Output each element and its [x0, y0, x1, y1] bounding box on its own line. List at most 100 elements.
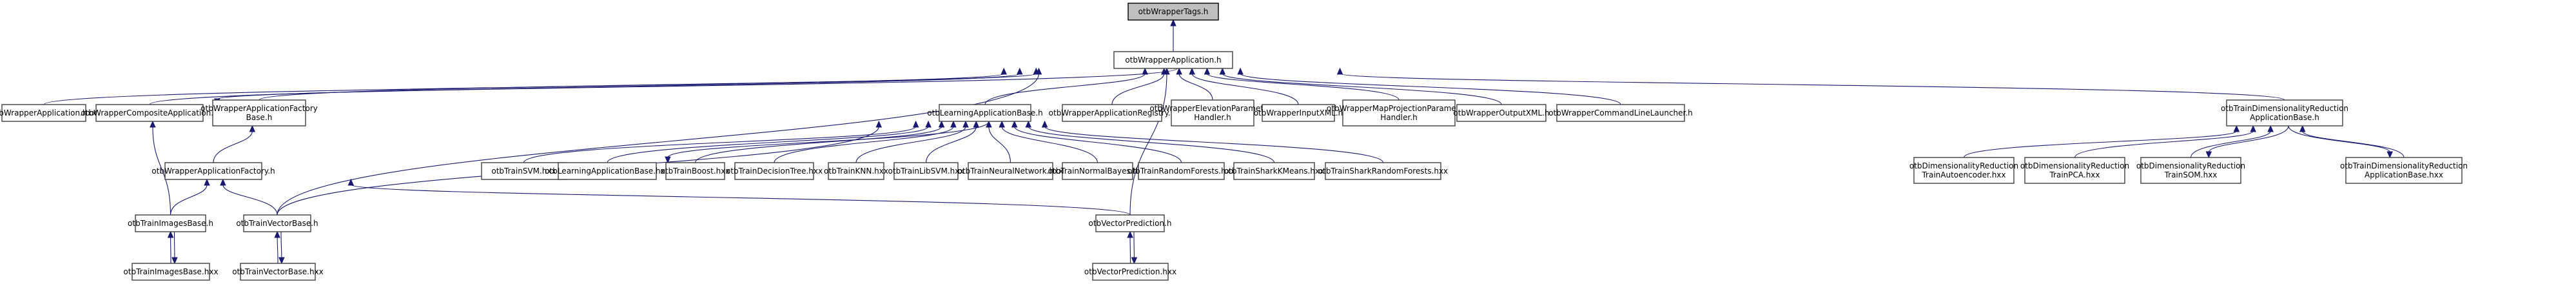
graph-node-outputxml[interactable]: otbWrapperOutputXML.h	[1453, 104, 1550, 122]
arrowhead-icon	[950, 120, 957, 128]
node-box	[2140, 157, 2241, 184]
edge-line	[1240, 73, 1621, 105]
node-label: otbTrainDecisionTree.hxx	[726, 167, 823, 176]
arrowhead-icon	[1189, 67, 1195, 75]
edge-line	[1111, 73, 1165, 105]
node-label: otbTrainSharkRandomForests.hxx	[1318, 167, 1448, 176]
node-box	[939, 104, 1031, 122]
graph-node-app-hxx[interactable]: otbWrapperApplication.hxx	[0, 104, 97, 122]
edge-line	[1044, 126, 1384, 163]
graph-node-kmeans[interactable]: otbTrainSharkKMeans.hxx	[1224, 162, 1324, 180]
arrowhead-icon	[204, 178, 210, 186]
node-label: otbWrapperElevationParameters	[1149, 104, 1275, 113]
node-label: otbTrainSVM.hxx	[491, 167, 556, 176]
arrowhead-icon	[1142, 67, 1148, 75]
node-box	[1127, 3, 1219, 21]
arrowhead-icon	[1017, 67, 1023, 75]
node-label: otbTrainVectorBase.h	[236, 219, 318, 228]
arrowhead-icon	[2386, 151, 2394, 159]
edge-boost-to-learning-h	[694, 120, 945, 163]
node-box	[135, 214, 206, 232]
graph-node-knn[interactable]: otbTrainKNN.hxx	[824, 162, 888, 180]
edge-line	[925, 126, 977, 163]
arrowhead-icon	[1170, 19, 1176, 26]
edge-nn-to-learning-h	[986, 120, 1011, 163]
graph-node-cmdline[interactable]: otbWrapperCommandLineLauncher.h	[1548, 104, 1693, 122]
graph-node-vector-hxx[interactable]: otbTrainVectorBase.hxx	[232, 263, 324, 281]
arrowhead-icon	[973, 120, 980, 128]
node-box	[1233, 162, 1315, 180]
edge-sharkrf-to-learning-h	[1041, 120, 1384, 163]
graph-node-dr-base-h[interactable]: otbTrainDimensionalityReductionApplicati…	[2221, 99, 2348, 127]
edge-line	[2190, 130, 2271, 158]
node-label: otbTrainRandomForests.hxx	[1127, 167, 1235, 176]
graph-node-learning-hxx[interactable]: otbLearningApplicationBase.hxx	[545, 162, 670, 180]
arrowhead-icon	[1041, 120, 1048, 128]
graph-node-mapproj[interactable]: otbWrapperMapProjectionParametersHandler…	[1327, 99, 1471, 127]
arrowhead-icon	[2205, 151, 2212, 159]
graph-node-registry[interactable]: otbWrapperApplicationRegistry.h	[1049, 104, 1176, 122]
node-label: TrainPCA.hxx	[2049, 170, 2100, 179]
edge-dr-ae-to-dr-base-h	[1963, 125, 2240, 158]
node-box	[1913, 157, 2015, 184]
graph-node-nn[interactable]: otbTrainNeuralNetwork.hxx	[958, 162, 1064, 180]
graph-node-composite[interactable]: otbWrapperCompositeApplication.h	[81, 104, 219, 122]
graph-node-factory[interactable]: otbWrapperApplicationFactory.h	[151, 162, 275, 180]
node-box	[1, 104, 86, 122]
edge-line	[1014, 126, 1182, 163]
node-label: otbWrapperCommandLineLauncher.h	[1548, 108, 1693, 117]
edge-line	[1001, 126, 1098, 163]
arrowhead-icon	[912, 120, 919, 128]
arrowhead-icon	[1025, 120, 1032, 128]
node-label: otbLearningApplicationBase.hxx	[545, 167, 670, 176]
graph-node-app-h[interactable]: otbWrapperApplication.h	[1113, 51, 1233, 69]
edge-vpred-h-to-factory	[347, 178, 1131, 216]
node-label: otbWrapperApplication.hxx	[0, 108, 97, 117]
graph-node-boost[interactable]: otbTrainBoost.hxx	[661, 162, 730, 180]
node-box	[1325, 162, 1441, 180]
graph-node-dtree[interactable]: otbTrainDecisionTree.hxx	[726, 162, 823, 180]
graph-node-libsvm[interactable]: otbTrainLibSVM.hxx	[888, 162, 964, 180]
graph-node-vector-h[interactable]: otbTrainVectorBase.h	[236, 214, 318, 232]
edge-line	[667, 121, 990, 158]
graph-node-dr-base-hxx[interactable]: otbTrainDimensionalityReductionApplicati…	[2340, 157, 2468, 184]
graph-node-images-h[interactable]: otbTrainImagesBase.h	[128, 214, 213, 232]
node-label: Handler.h	[1380, 113, 1418, 122]
node-label: otbTrainBoost.hxx	[661, 167, 730, 176]
node-box	[95, 104, 204, 122]
graph-node-sharkrf[interactable]: otbTrainSharkRandomForests.hxx	[1318, 162, 1448, 180]
node-label: ApplicationBase.hxx	[2365, 170, 2443, 179]
edge-images-h-to-factory	[170, 178, 210, 216]
node-label: otbTrainNormalBayes.hxx	[1048, 167, 1147, 176]
node-label: TrainAutoencoder.hxx	[1921, 170, 2005, 179]
graph-node-dr-ae[interactable]: otbDimensionalityReductionTrainAutoencod…	[1909, 157, 2018, 184]
node-box	[240, 263, 316, 281]
graph-node-rf[interactable]: otbTrainRandomForests.hxx	[1127, 162, 1235, 180]
arrowhead-icon	[999, 120, 1005, 128]
graph-node-bayes[interactable]: otbTrainNormalBayes.hxx	[1048, 162, 1147, 180]
arrowhead-icon	[220, 178, 226, 186]
node-label: otbDimensionalityReduction	[1909, 161, 2018, 170]
graph-node-vpred-h[interactable]: otbVectorPrediction.h	[1089, 214, 1172, 232]
node-box	[1095, 214, 1165, 232]
edge-dr-base-h-to-app-h	[1336, 67, 2285, 101]
edge-vector-h-to-vector-hxx	[278, 231, 285, 265]
node-label: otbTrainNeuralNetwork.hxx	[958, 167, 1064, 176]
node-box	[1062, 162, 1133, 180]
arrowhead-icon	[171, 257, 178, 265]
arrowhead-icon	[1000, 67, 1007, 75]
edge-inputxml-to-app-h	[1189, 67, 1299, 105]
edge-learning-h-to-app-h	[984, 67, 1148, 105]
graph-node-svm[interactable]: otbTrainSVM.hxx	[481, 162, 567, 180]
graph-node-vpred-hxx[interactable]: otbVectorPrediction.hxx	[1084, 263, 1176, 281]
graph-node-learning-h[interactable]: otbLearningApplicationBase.h	[927, 104, 1043, 122]
graph-node-inputxml[interactable]: otbWrapperInputXML.h	[1254, 104, 1343, 122]
graph-node-images-hxx[interactable]: otbTrainImagesBase.hxx	[123, 263, 219, 281]
node-box	[893, 162, 959, 180]
arrowhead-icon	[1176, 67, 1182, 75]
edge-line	[1178, 73, 1213, 101]
